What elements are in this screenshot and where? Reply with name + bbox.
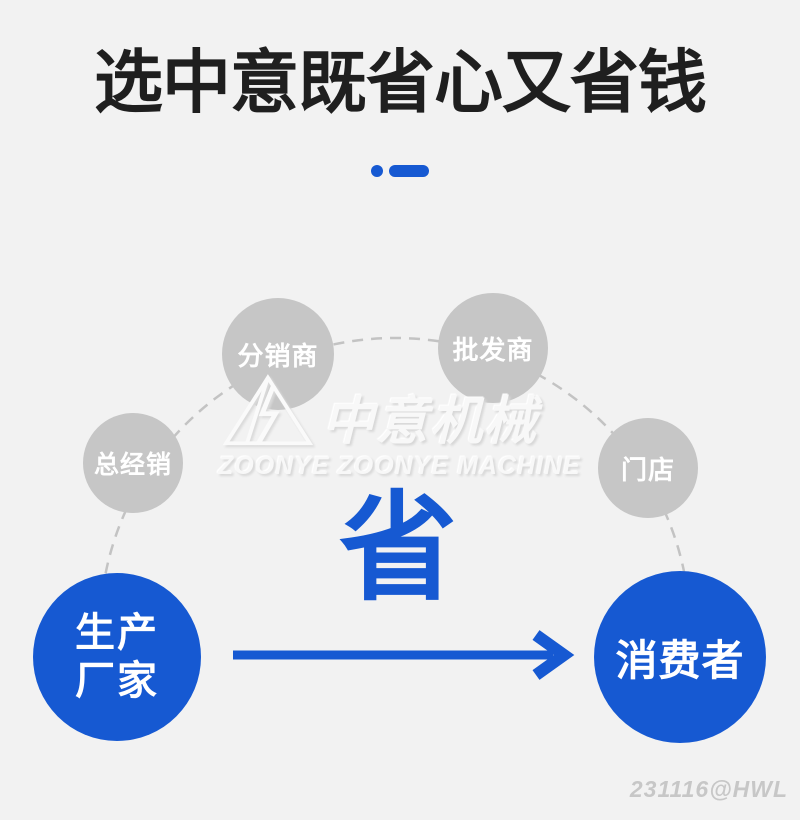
divider-bar-icon bbox=[389, 165, 429, 177]
divider-dot-icon bbox=[371, 165, 383, 177]
node-producer: 生产 厂家 bbox=[33, 573, 201, 741]
producer-label-line2: 厂家 bbox=[75, 659, 159, 703]
node-distributor-label: 分销商 bbox=[237, 340, 319, 371]
node-store-label: 门店 bbox=[620, 454, 675, 485]
node-wholesaler-label: 批发商 bbox=[452, 334, 534, 365]
producer-label-line1: 生产 bbox=[75, 611, 159, 655]
node-wholesaler: 批发商 bbox=[438, 293, 548, 403]
page-title: 选中意既省心又省钱 bbox=[94, 44, 707, 121]
node-consumer: 消费者 bbox=[594, 571, 766, 743]
flow-arrow-icon bbox=[233, 630, 575, 680]
arrow-head bbox=[532, 630, 575, 680]
node-general-distributor: 总经销 bbox=[83, 413, 183, 513]
node-distributor: 分销商 bbox=[222, 298, 334, 410]
title-divider bbox=[0, 164, 800, 178]
save-character: 省 bbox=[338, 483, 457, 615]
node-store: 门店 bbox=[598, 418, 698, 518]
credit-text: 231116@HWL bbox=[629, 776, 788, 802]
node-general-distributor-label: 总经销 bbox=[93, 451, 172, 479]
consumer-label: 消费者 bbox=[615, 636, 745, 684]
